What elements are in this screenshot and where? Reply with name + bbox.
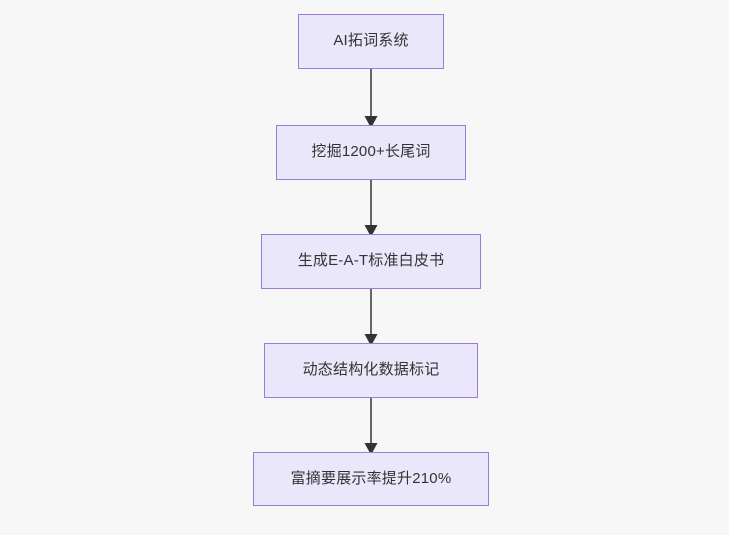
arrow-down-icon [364, 116, 378, 128]
flow-node-label: 富摘要展示率提升210% [290, 469, 452, 487]
flow-node-ai-keyword-system[interactable]: AI拓词系统 [298, 14, 444, 69]
flow-node-generate-eat-whitepaper[interactable]: 生成E-A-T标准白皮书 [261, 234, 481, 289]
flow-node-label: 挖掘1200+长尾词 [311, 143, 431, 161]
flow-node-rich-snippet-rate-increase[interactable]: 富摘要展示率提升210% [253, 452, 489, 506]
edge-n2-to-n3 [364, 284, 378, 346]
flow-node-mine-longtail-keywords[interactable]: 挖掘1200+长尾词 [276, 125, 466, 180]
flow-node-label: 动态结构化数据标记 [302, 361, 440, 379]
arrow-down-icon [364, 334, 378, 346]
arrow-down-icon [364, 225, 378, 237]
edge-n1-to-n2 [364, 175, 378, 237]
edge-n3-to-n4 [364, 393, 378, 455]
flow-node-label: 生成E-A-T标准白皮书 [297, 252, 445, 270]
edge-n0-to-n1 [364, 64, 378, 128]
flow-node-label: AI拓词系统 [333, 32, 409, 50]
arrow-down-icon [364, 443, 378, 455]
flow-node-dynamic-structured-data-markup[interactable]: 动态结构化数据标记 [264, 343, 478, 398]
